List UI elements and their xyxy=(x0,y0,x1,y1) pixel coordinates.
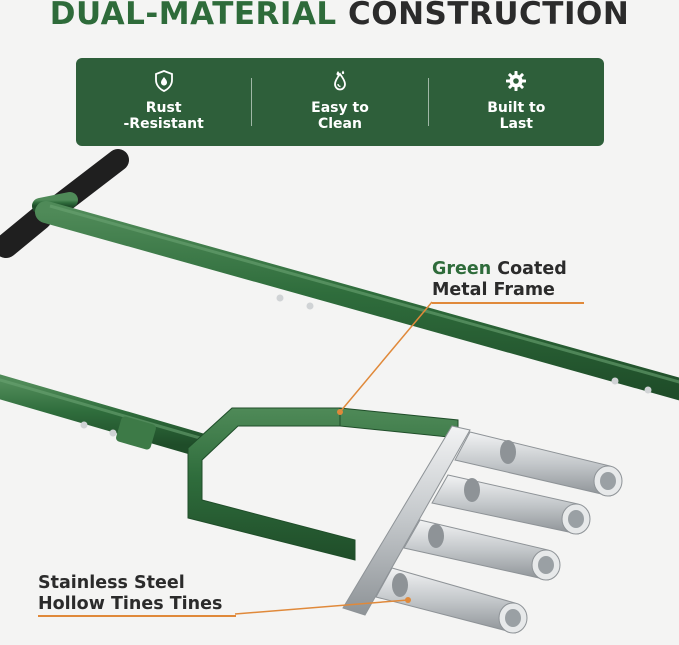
callout-frame: Green Coated Metal Frame xyxy=(432,259,567,301)
shield-icon xyxy=(154,70,173,92)
feature-label: Easy to Clean xyxy=(311,100,369,132)
lower-shaft xyxy=(0,374,212,457)
hollow-tines xyxy=(375,431,623,634)
callout-tines-underline xyxy=(38,615,236,617)
feature-easy-to-clean: Easy to Clean xyxy=(252,58,427,146)
callout-tines-line1: Stainless Steel xyxy=(38,573,185,593)
callout-tines: Stainless Steel Hollow Tines Tines xyxy=(38,573,222,615)
divider xyxy=(427,78,429,126)
callout-frame-accent: Green xyxy=(432,259,492,279)
headline-accent: DUAL-MATERIAL xyxy=(49,0,337,32)
upper-shaft xyxy=(35,201,679,401)
callout-frame-underline xyxy=(432,302,584,304)
divider xyxy=(251,78,253,126)
feature-built-to-last: Built to Last xyxy=(429,58,604,146)
water-drops-icon xyxy=(334,70,346,91)
feature-rust-resistant: Rust -Resistant xyxy=(76,58,251,146)
callout-frame-line2: Metal Frame xyxy=(432,280,555,300)
callout-tines-line2: Hollow Tines Tines xyxy=(38,594,223,614)
headline-main: CONSTRUCTION xyxy=(347,0,630,32)
feature-banner: Rust -Resistant Easy to Clean xyxy=(76,58,604,146)
feature-label: Built to Last xyxy=(487,100,546,132)
headline: DUAL-MATERIAL CONSTRUCTION xyxy=(0,0,679,32)
feature-label: Rust -Resistant xyxy=(123,100,204,132)
gear-icon xyxy=(506,71,527,91)
callout-frame-line1: Coated xyxy=(491,259,567,279)
